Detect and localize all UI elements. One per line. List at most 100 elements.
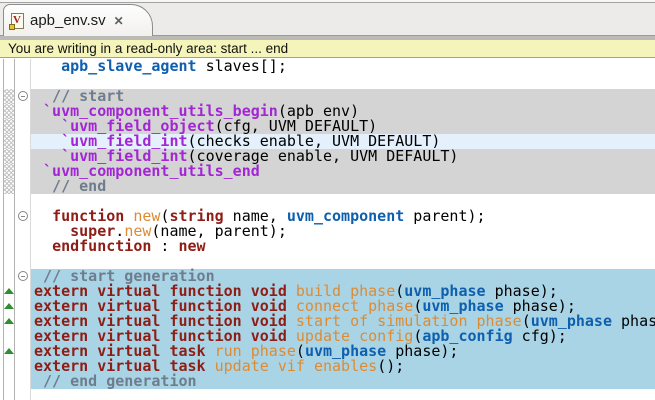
code-text xyxy=(31,389,655,400)
code-token: ( xyxy=(160,207,170,225)
code-token: `uvm_component_utils_end xyxy=(34,162,260,180)
code-line[interactable]: extern virtual function void update_conf… xyxy=(0,329,655,344)
annotation-ruler-cell xyxy=(3,389,15,400)
code-text: // end xyxy=(31,179,655,194)
fold-collapse-icon[interactable] xyxy=(17,271,28,281)
folding-margin xyxy=(15,104,31,119)
code-text: extern virtual function void start_of_si… xyxy=(31,314,655,329)
code-token: uvm_phase xyxy=(304,342,387,360)
folding-margin xyxy=(15,59,31,74)
code-line[interactable]: `uvm_component_utils_end xyxy=(0,164,655,179)
folding-margin xyxy=(15,269,31,284)
annotation-ruler-cell xyxy=(3,284,15,299)
tab-apb-env-sv[interactable]: V apb_env.sv ✕ xyxy=(3,4,153,36)
readonly-range-ruler-cell xyxy=(3,134,15,149)
readonly-range-ruler-cell xyxy=(3,164,15,179)
code-line[interactable]: // end generation xyxy=(0,374,655,389)
code-token: run_phase xyxy=(214,342,296,360)
code-line[interactable]: `uvm_component_utils_begin(apb_env) xyxy=(0,104,655,119)
code-line[interactable] xyxy=(0,194,655,209)
code-line[interactable]: `uvm_field_int(coverage_enable, UVM_DEFA… xyxy=(0,149,655,164)
code-line[interactable]: `uvm_field_object(cfg, UVM_DEFAULT) xyxy=(0,119,655,134)
close-tab-icon[interactable]: ✕ xyxy=(113,13,124,28)
annotation-ruler-cell xyxy=(3,359,15,374)
code-token: // start xyxy=(34,87,125,105)
code-line[interactable]: extern virtual task update_vif_enables()… xyxy=(0,359,655,374)
code-token: ( xyxy=(413,297,423,315)
code-token: `uvm_field_int xyxy=(34,147,188,165)
code-line[interactable] xyxy=(0,254,655,269)
readonly-range-ruler-cell xyxy=(3,89,15,104)
folding-margin xyxy=(15,374,31,389)
annotation-ruler-cell xyxy=(3,74,15,89)
code-line[interactable]: extern virtual function void connect_pha… xyxy=(0,299,655,314)
folding-margin xyxy=(15,179,31,194)
readonly-warning-text: You are writing in a read-only area: sta… xyxy=(8,41,289,56)
code-token: (coverage_enable, UVM_DEFAULT) xyxy=(187,147,459,165)
code-token: extern virtual function void xyxy=(34,327,287,345)
code-token: extern virtual task xyxy=(34,342,206,360)
tab-title: apb_env.sv xyxy=(30,12,106,29)
folding-margin xyxy=(15,224,31,239)
code-line[interactable]: super.new(name, parent); xyxy=(0,224,655,239)
code-token: start_of_simulation_phase xyxy=(295,312,522,330)
code-text: super.new(name, parent); xyxy=(31,224,655,239)
folding-margin xyxy=(15,299,31,314)
code-token: ( xyxy=(521,312,531,330)
code-token: extern virtual function void xyxy=(34,282,287,300)
folding-margin xyxy=(15,314,31,329)
fold-collapse-icon[interactable] xyxy=(17,91,28,101)
code-token: `uvm_field_object xyxy=(34,117,215,135)
code-token: new xyxy=(124,222,152,240)
code-text: extern virtual function void build_phase… xyxy=(31,284,655,299)
code-token: apb_slave_agent xyxy=(61,57,197,75)
code-token: (cfg, UVM_DEFAULT) xyxy=(214,117,378,135)
folding-margin xyxy=(15,119,31,134)
readonly-range-ruler-cell xyxy=(3,149,15,164)
code-line[interactable] xyxy=(0,74,655,89)
code-text: extern virtual function void update_conf… xyxy=(31,329,655,344)
code-text: // end generation xyxy=(31,374,655,389)
code-token xyxy=(34,237,52,255)
code-line[interactable]: extern virtual function void build_phase… xyxy=(0,284,655,299)
readonly-warning-bar: You are writing in a read-only area: sta… xyxy=(0,40,655,58)
override-indicator-icon xyxy=(4,303,14,309)
code-token: phase); xyxy=(386,342,459,360)
systemverilog-file-icon: V xyxy=(9,12,24,30)
code-text: `uvm_field_object(cfg, UVM_DEFAULT) xyxy=(31,119,655,134)
code-text: `uvm_component_utils_begin(apb_env) xyxy=(31,104,655,119)
code-line[interactable]: extern virtual function void start_of_si… xyxy=(0,314,655,329)
code-token: // end generation xyxy=(34,372,197,390)
code-line[interactable]: function new(string name, uvm_component … xyxy=(0,209,655,224)
annotation-ruler-cell xyxy=(3,344,15,359)
code-token: `uvm_component_utils_begin xyxy=(34,102,278,120)
annotation-ruler-cell xyxy=(3,59,15,74)
code-line[interactable] xyxy=(0,389,655,400)
fold-collapse-icon[interactable] xyxy=(17,211,28,221)
editor-tab-bar: V apb_env.sv ✕ xyxy=(0,0,655,40)
folding-margin xyxy=(15,74,31,89)
code-line[interactable]: `uvm_field_int(checks_enable, UVM_DEFAUL… xyxy=(0,134,655,149)
code-token: phase); xyxy=(485,282,558,300)
code-line[interactable]: apb_slave_agent slaves[]; xyxy=(0,59,655,74)
code-text: `uvm_component_utils_end xyxy=(31,164,655,179)
code-line[interactable]: extern virtual task run_phase(uvm_phase … xyxy=(0,344,655,359)
code-token: ( xyxy=(413,327,423,345)
code-line[interactable]: // start generation xyxy=(0,269,655,284)
override-indicator-icon xyxy=(4,288,14,294)
code-token: `uvm_field_int xyxy=(34,132,188,150)
code-line[interactable]: // start xyxy=(0,89,655,104)
code-token: uvm_phase xyxy=(422,297,504,315)
code-text: `uvm_field_int(checks_enable, UVM_DEFAUL… xyxy=(31,134,655,149)
code-text: extern virtual task update_vif_enables()… xyxy=(31,359,655,374)
readonly-range-ruler-cell xyxy=(3,119,15,134)
code-token: extern virtual function void xyxy=(34,297,287,315)
readonly-range-ruler-cell xyxy=(3,104,15,119)
code-editor[interactable]: apb_slave_agent slaves[]; // start `uvm_… xyxy=(0,58,655,400)
code-token: extern virtual function void xyxy=(34,312,287,330)
code-line[interactable]: // end xyxy=(0,179,655,194)
folding-margin xyxy=(15,134,31,149)
annotation-ruler-cell xyxy=(3,329,15,344)
code-line[interactable]: endfunction : new xyxy=(0,239,655,254)
readonly-range-ruler-cell xyxy=(3,179,15,194)
